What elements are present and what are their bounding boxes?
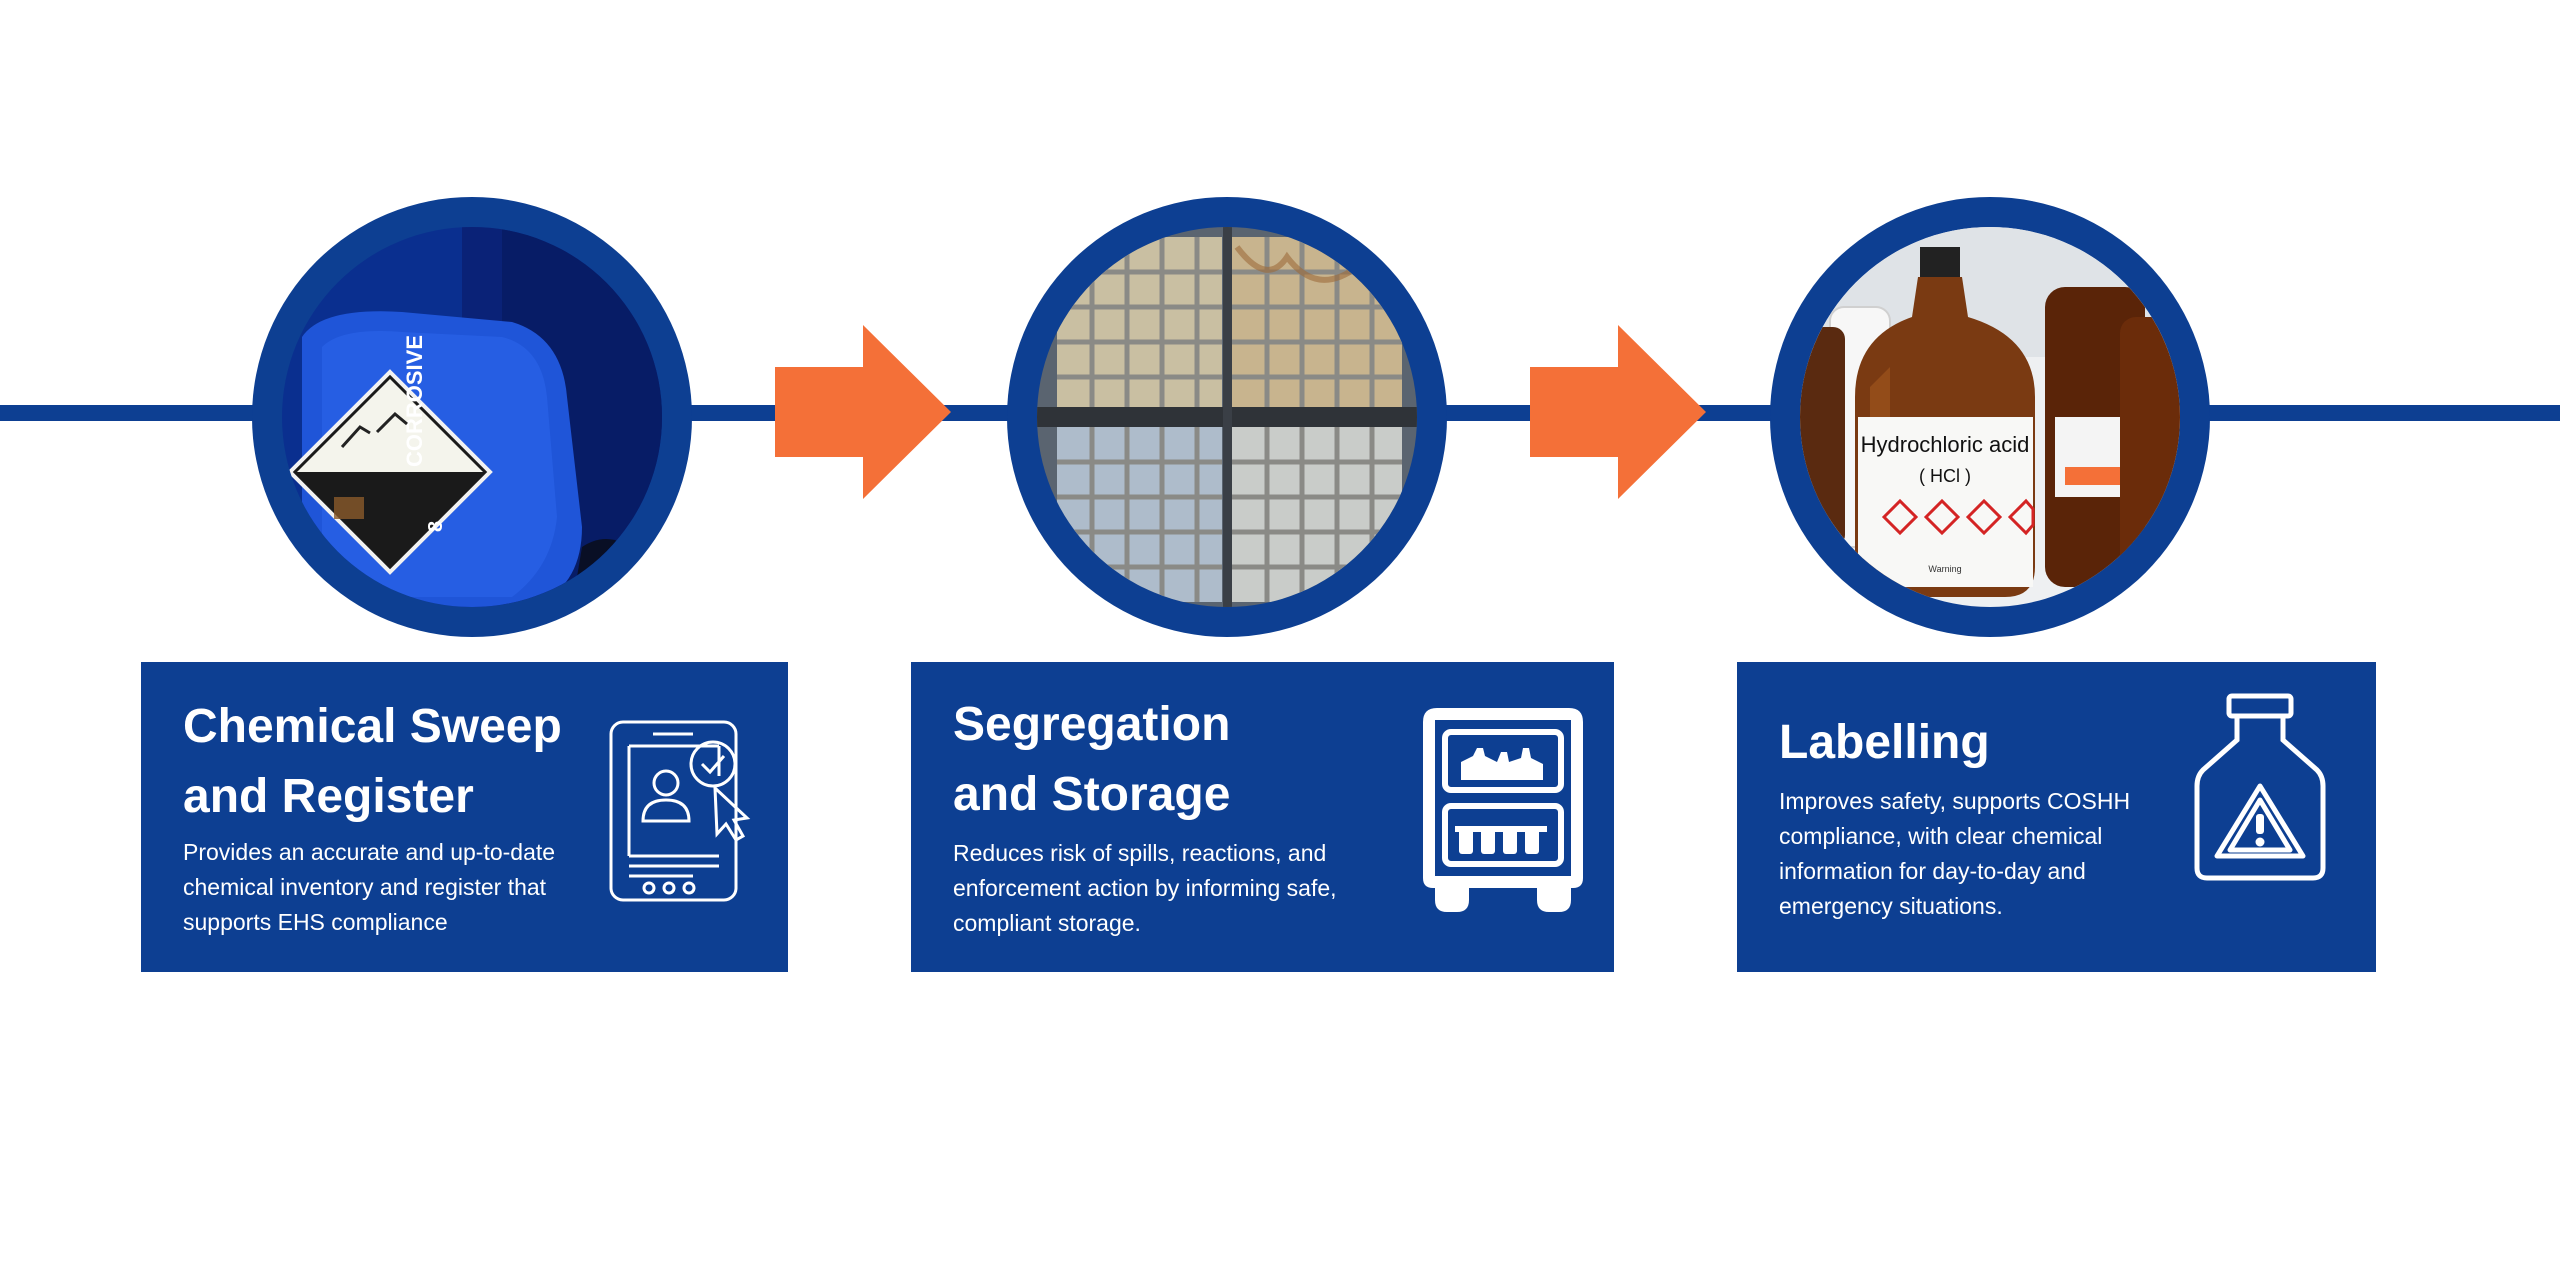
ibc-tanks-photo bbox=[1037, 227, 1417, 607]
storage-cabinet-icon bbox=[1423, 708, 1583, 912]
photo-corrosive-label: CORROSIVE bbox=[402, 335, 427, 467]
step-1-photo-circle: CORROSIVE 8 bbox=[252, 197, 692, 637]
corrosive-container-photo: CORROSIVE 8 bbox=[282, 227, 662, 607]
photo-hcl-sublabel: ( HCl ) bbox=[1919, 466, 1971, 486]
arrow-right-icon bbox=[1530, 325, 1706, 499]
step-card-labelling: Labelling Improves safety, supports COSH… bbox=[1737, 662, 2376, 972]
arrow-right-icon bbox=[775, 325, 951, 499]
hydrochloric-acid-bottles-photo: Hydrochloric acid ( HCl ) Warning bbox=[1800, 227, 2180, 607]
step-title: Labelling bbox=[1779, 716, 1990, 769]
hazard-bottle-icon bbox=[2194, 693, 2326, 881]
step-card-chemical-sweep: Chemical Sweep and Register Provides an … bbox=[141, 662, 788, 972]
photo-class-number: 8 bbox=[425, 521, 447, 532]
step-title: Chemical Sweep and Register bbox=[183, 700, 562, 823]
step-2-photo-circle bbox=[1007, 197, 1447, 637]
step-title: Segregation and Storage bbox=[953, 698, 1231, 821]
photo-hcl-label: Hydrochloric acid bbox=[1861, 432, 2030, 457]
step-3-photo-circle: Hydrochloric acid ( HCl ) Warning bbox=[1770, 197, 2210, 637]
step-description: Improves safety, supports COSHH complian… bbox=[1779, 788, 2131, 919]
step-card-segregation-storage: Segregation and Storage Reduces risk of … bbox=[911, 662, 1614, 972]
tablet-checkmark-icon bbox=[609, 720, 751, 902]
photo-warning-text: Warning bbox=[1928, 564, 1961, 574]
step-description: Reduces risk of spills, reactions, and e… bbox=[953, 840, 1337, 936]
step-description: Provides an accurate and up-to-date chem… bbox=[183, 839, 556, 935]
